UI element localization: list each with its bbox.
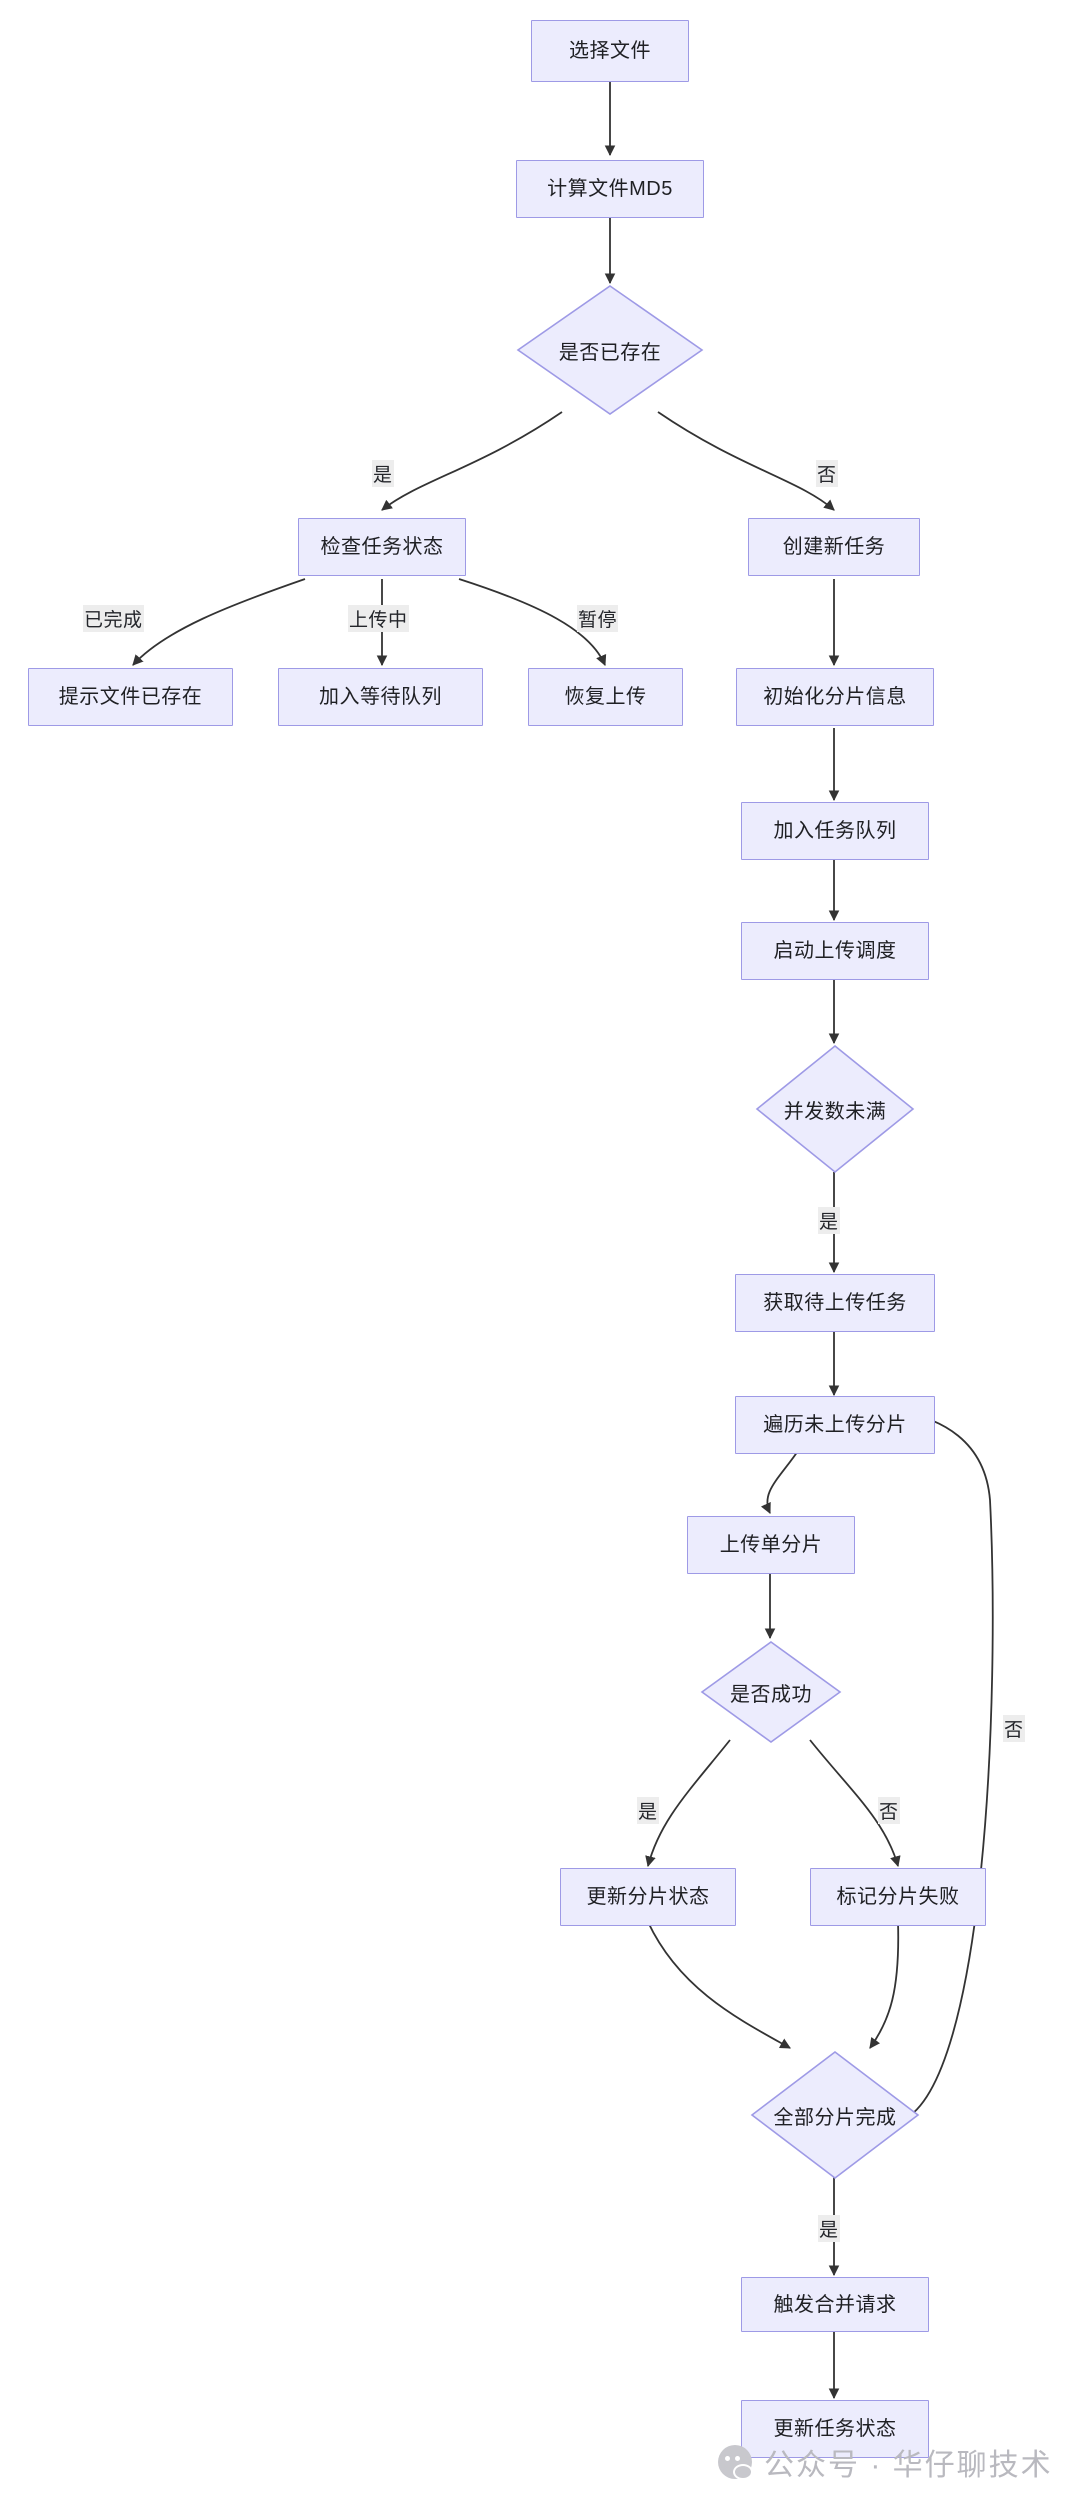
node-label: 触发合并请求 [773, 2293, 897, 2316]
edge-label-paused: 暂停 [577, 605, 619, 632]
node-init-chunk-info[interactable]: 初始化分片信息 [736, 668, 934, 726]
node-select-file[interactable]: 选择文件 [531, 20, 689, 82]
decision-upload-success[interactable]: 是否成功 [700, 1640, 842, 1744]
node-label: 启动上传调度 [773, 940, 897, 962]
node-update-task-status[interactable]: 更新任务状态 [741, 2400, 929, 2458]
decision-file-exists[interactable]: 是否已存在 [516, 284, 704, 416]
node-label: 提示文件已存在 [58, 686, 203, 708]
node-notify-file-exists[interactable]: 提示文件已存在 [28, 668, 233, 726]
node-label: 并发数未满 [783, 1100, 887, 1123]
node-enqueue-waiting[interactable]: 加入等待队列 [278, 668, 483, 726]
node-label: 加入等待队列 [319, 686, 442, 708]
node-label: 创建新任务 [782, 536, 886, 558]
node-label: 恢复上传 [564, 686, 647, 708]
node-create-new-task[interactable]: 创建新任务 [748, 518, 920, 576]
node-trigger-merge-request[interactable]: 触发合并请求 [741, 2277, 929, 2332]
diamond-shape [750, 2050, 920, 2180]
edge-label-no-exists: 否 [816, 460, 838, 487]
node-label: 是否成功 [730, 1683, 812, 1706]
node-start-upload-scheduler[interactable]: 启动上传调度 [741, 922, 929, 980]
edge-label-yes-all-done: 是 [818, 2215, 840, 2242]
node-label: 全部分片完成 [773, 2106, 897, 2129]
node-iterate-unuploaded-chunks[interactable]: 遍历未上传分片 [735, 1396, 935, 1454]
node-label: 计算文件MD5 [547, 178, 673, 200]
diamond-shape [516, 285, 704, 415]
node-mark-chunk-failed[interactable]: 标记分片失败 [810, 1868, 986, 1926]
edge-label-yes-concurrency: 是 [818, 1207, 840, 1234]
edge-label-yes-exists: 是 [372, 460, 394, 487]
edge-label-no-success: 否 [878, 1797, 900, 1824]
node-enqueue-task-queue[interactable]: 加入任务队列 [741, 802, 929, 860]
decision-concurrency-not-full[interactable]: 并发数未满 [755, 1044, 915, 1174]
node-label: 获取待上传任务 [763, 1292, 907, 1314]
node-label: 遍历未上传分片 [763, 1414, 907, 1436]
node-label: 是否已存在 [558, 341, 662, 364]
node-check-task-status[interactable]: 检查任务状态 [298, 518, 466, 576]
diamond-shape [700, 1641, 842, 1743]
watermark-text: 公众号 · 华仔聊技术 [764, 2449, 1053, 2482]
node-resume-upload[interactable]: 恢复上传 [528, 668, 683, 726]
node-compute-md5[interactable]: 计算文件MD5 [516, 160, 704, 218]
node-label: 更新任务状态 [773, 2418, 897, 2440]
node-label: 检查任务状态 [320, 536, 444, 558]
node-label: 选择文件 [569, 40, 651, 62]
node-label: 加入任务队列 [773, 820, 897, 842]
decision-all-chunks-done[interactable]: 全部分片完成 [750, 2050, 920, 2180]
edge-label-no-all-done: 否 [1003, 1715, 1025, 1742]
node-fetch-pending-task[interactable]: 获取待上传任务 [735, 1274, 935, 1332]
edge-label-uploading: 上传中 [348, 605, 409, 632]
diamond-shape [755, 1044, 915, 1174]
node-label: 初始化分片信息 [763, 686, 907, 708]
edge-label-completed: 已完成 [83, 605, 144, 632]
wechat-icon [718, 2445, 753, 2480]
node-update-chunk-status[interactable]: 更新分片状态 [560, 1868, 736, 1926]
node-upload-single-chunk[interactable]: 上传单分片 [687, 1516, 855, 1574]
watermark: 公众号 · 华仔聊技术 [718, 2440, 1053, 2484]
node-label: 上传单分片 [719, 1534, 823, 1556]
edge-label-yes-success: 是 [637, 1797, 659, 1824]
node-label: 标记分片失败 [836, 1886, 960, 1908]
node-label: 更新分片状态 [586, 1886, 710, 1908]
